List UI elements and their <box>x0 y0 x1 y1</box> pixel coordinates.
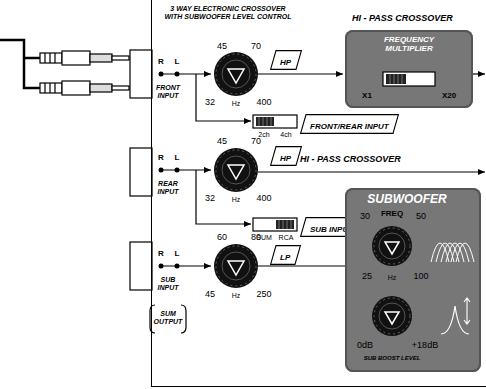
panel-label: 70 <box>251 42 261 52</box>
tag-shape <box>271 147 302 166</box>
panel-label: 32 <box>205 194 215 204</box>
knob-grip <box>374 298 410 334</box>
panel-label: HI - PASS CROSSOVER <box>352 14 453 24</box>
panel-label: SUB INPUT <box>150 276 186 291</box>
frequency-icon <box>456 243 474 262</box>
knob-cap <box>379 303 405 329</box>
panel-label: 45 <box>205 290 215 300</box>
input-socket <box>130 242 152 290</box>
panel-label: 4ch <box>280 131 291 139</box>
tag-shape <box>271 246 301 265</box>
switch-tag: FRONT/REAR INPUT <box>300 114 399 134</box>
housing-panel: 3 WAY ELECTRONIC CROSSOVER WITH SUBWOOFE… <box>152 0 486 386</box>
slider-grip <box>390 74 391 84</box>
slider-grip <box>402 74 403 84</box>
panel-text: X20 <box>442 92 456 101</box>
panel-label: Hz <box>232 196 241 204</box>
panel-label: Hz <box>232 100 241 108</box>
tag-shape <box>271 51 302 70</box>
panel-label: 70 <box>251 137 261 147</box>
bracket <box>150 305 186 333</box>
panel-label: R <box>158 154 164 163</box>
panel-label: FRONT INPUT <box>150 84 186 99</box>
panel-label: 45 <box>217 42 227 52</box>
rca-cable <box>0 40 40 88</box>
knob-body <box>372 296 412 336</box>
tag-shape <box>301 115 399 134</box>
panel-label: R <box>158 58 164 67</box>
panel-text: FREQ <box>381 210 403 219</box>
panel-label: 400 <box>256 98 271 108</box>
panel-text: Hz <box>388 274 397 282</box>
panel-label: 32 <box>205 98 215 108</box>
filter-tag: LP <box>270 245 300 265</box>
control-knob <box>214 148 258 192</box>
panel-label: 400 <box>256 194 271 204</box>
panel-label: L <box>175 58 180 67</box>
switch-slider <box>386 74 406 84</box>
boost-arrow <box>464 298 470 324</box>
tag-text: HP <box>280 58 291 67</box>
panel-text: SUBWOOFER <box>367 193 446 206</box>
filter-tag: HP <box>270 50 301 70</box>
control-knob <box>372 296 412 336</box>
filter-tag: HP <box>270 146 301 166</box>
slide-switch <box>253 218 297 231</box>
panel-text: FREQUENCY MULTIPLIER <box>363 36 455 54</box>
panel-label: RCA <box>279 234 294 242</box>
multiplier-panel: FREQUENCY MULTIPLIER X1 X20 <box>345 30 473 108</box>
rca-plug <box>40 81 129 95</box>
panel-title: 3 WAY ELECTRONIC CROSSOVER WITH SUBWOOFE… <box>162 5 294 20</box>
knob-body <box>372 226 412 266</box>
slider-grip <box>398 74 399 84</box>
input-socket <box>130 50 152 98</box>
panel-label: 250 <box>256 290 271 300</box>
slider-grip <box>394 74 395 84</box>
panel-text: +18dB <box>412 341 438 351</box>
panel-text: SUB BOOST LEVEL <box>364 355 421 362</box>
panel-text: 25 <box>362 272 372 282</box>
tag-text: FRONT/REAR INPUT <box>310 122 389 131</box>
panel-label: L <box>175 250 180 259</box>
panel-label: 45 <box>217 137 227 147</box>
slide-switch <box>383 72 435 86</box>
input-socket <box>130 148 152 196</box>
panel-text: 100 <box>413 272 428 282</box>
tag-text: LP <box>280 253 290 262</box>
control-knob <box>214 52 258 96</box>
panel-label: L <box>175 154 180 163</box>
frequency-icon <box>451 243 469 262</box>
panel-label: HI - PASS CROSSOVER <box>300 155 401 165</box>
slide-switch <box>253 115 297 128</box>
knob-grip <box>374 228 410 264</box>
panel-label: REAR INPUT <box>150 180 186 195</box>
panel-text: 50 <box>416 212 426 222</box>
subwoofer-panel: SUBWOOFER 30 FREQ 50 25 Hz 100 0dB +18dB SUB BOOS… <box>345 188 481 372</box>
knob-pointer <box>385 242 399 254</box>
panel-label: Hz <box>232 292 241 300</box>
panel-text: 30 <box>360 212 370 222</box>
panel-label: 80 <box>251 233 261 243</box>
rca-plug <box>40 51 129 65</box>
panel-text: X1 <box>362 92 372 101</box>
panel-label: 60 <box>217 233 227 243</box>
panel-label: SUM OUTPUT <box>151 310 185 325</box>
panel-label: R <box>158 250 164 259</box>
knob-cap <box>379 233 405 259</box>
panel-text: 0dB <box>357 341 373 351</box>
control-knob <box>214 244 258 288</box>
boost-icon <box>441 306 469 334</box>
knob-pointer <box>385 312 399 324</box>
tag-text: HP <box>280 154 291 163</box>
control-knob <box>372 226 412 266</box>
